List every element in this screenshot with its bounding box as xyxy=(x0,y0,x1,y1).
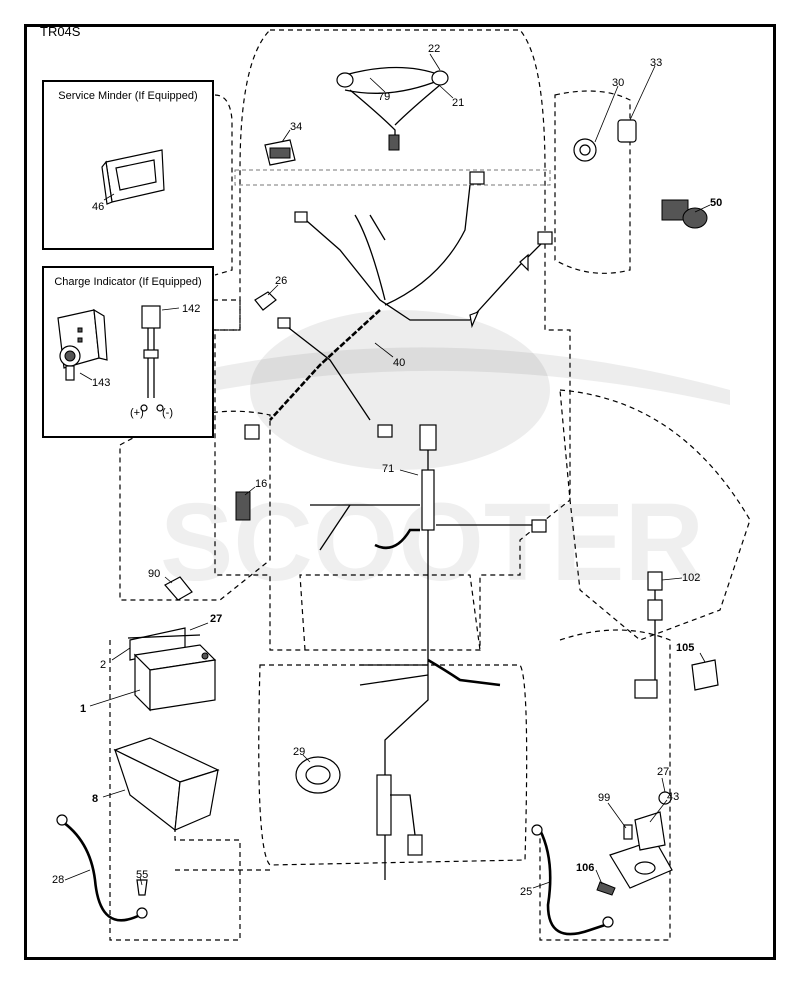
callout-30: 30 xyxy=(612,77,624,89)
harness-71 xyxy=(310,424,547,880)
frame-outline xyxy=(214,29,571,651)
lower-frame-outline xyxy=(258,664,528,866)
callout-71: 71 xyxy=(382,463,394,475)
callout-26: 26 xyxy=(275,275,287,287)
charge-indicator-drawing: 142 143 (+) (-) xyxy=(57,303,200,419)
callout-25: 25 xyxy=(520,886,532,898)
charge-indicator-inset: Charge Indicator (If Equipped) 142 143 (… xyxy=(42,266,214,438)
leader-lines xyxy=(64,53,711,889)
relay-26 xyxy=(254,291,277,311)
connector-16 xyxy=(235,491,251,521)
plus-terminal-label: (+) xyxy=(130,407,144,419)
callout-50: 50 xyxy=(710,197,722,209)
callout-79: 79 xyxy=(378,91,390,103)
callout-105: 105 xyxy=(676,642,694,654)
callout-34: 34 xyxy=(290,121,302,133)
callout-106: 106 xyxy=(576,862,594,874)
callout-102: 102 xyxy=(682,572,700,584)
callout-55: 55 xyxy=(136,869,148,881)
seat-switch-assembly xyxy=(596,791,673,896)
callout-43: 43 xyxy=(667,791,679,803)
cable-25 xyxy=(538,829,606,936)
callout-28: 28 xyxy=(52,874,64,886)
callouts: 22 79 21 34 30 33 50 26 40 71 16 90 27 2… xyxy=(52,43,722,898)
diagram-frame xyxy=(24,24,776,960)
service-minder-title: Service Minder (If Equipped) xyxy=(58,90,198,102)
service-minder-inset: Service Minder (If Equipped) 46 xyxy=(42,80,214,250)
pto-switch xyxy=(661,199,708,229)
callout-46: 46 xyxy=(92,201,104,213)
cable-28 xyxy=(59,818,141,922)
callout-8: 8 xyxy=(92,793,98,805)
callout-33: 33 xyxy=(650,57,662,69)
callout-29: 29 xyxy=(293,746,305,758)
callout-21: 21 xyxy=(452,97,464,109)
callout-27-bottom: 27 xyxy=(657,766,669,778)
battery-tray xyxy=(113,737,220,832)
harness-102 xyxy=(634,571,663,699)
charge-indicator-title: Charge Indicator (If Equipped) xyxy=(54,276,202,288)
service-minder-drawing: 46 xyxy=(92,149,165,213)
main-harness xyxy=(244,171,553,440)
callout-16: 16 xyxy=(255,478,267,490)
callout-99: 99 xyxy=(598,792,610,804)
callout-142: 142 xyxy=(182,303,200,315)
headlight-harness xyxy=(336,66,449,151)
callout-2: 2 xyxy=(100,659,106,671)
battery xyxy=(127,627,217,712)
callout-143: 143 xyxy=(92,377,110,389)
switch-34 xyxy=(264,139,296,166)
ignition-switch xyxy=(573,119,637,162)
minus-terminal-label: (-) xyxy=(162,407,173,419)
page-code: TR04S xyxy=(40,24,81,39)
switch-105 xyxy=(691,659,719,691)
callout-40: 40 xyxy=(393,357,405,369)
callout-1: 1 xyxy=(80,703,86,715)
callout-22: 22 xyxy=(428,43,440,55)
callout-27-top: 27 xyxy=(210,613,222,625)
callout-90: 90 xyxy=(148,568,160,580)
